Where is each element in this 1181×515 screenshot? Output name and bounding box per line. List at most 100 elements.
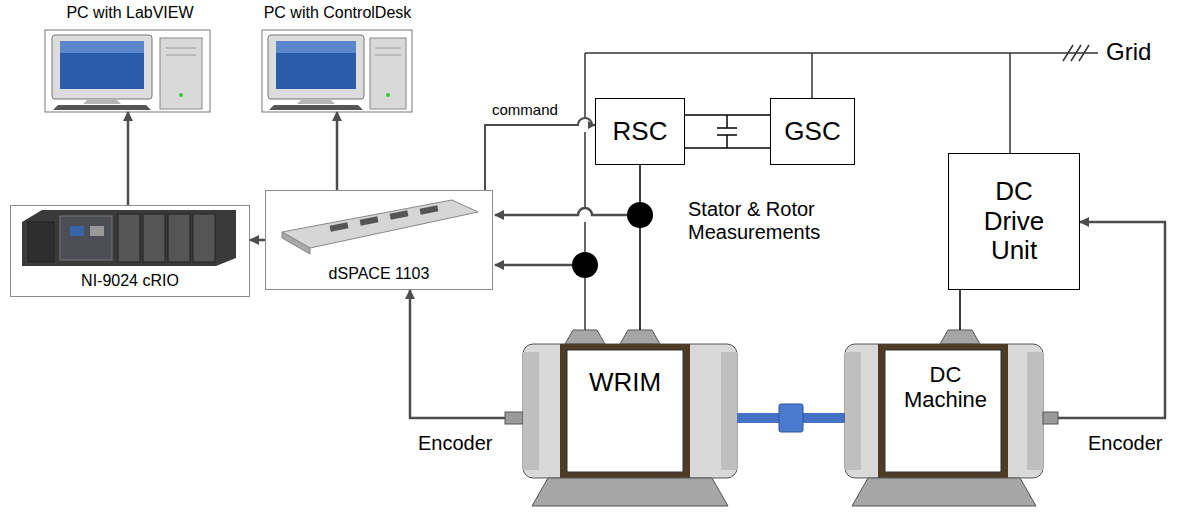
monitor — [52, 35, 152, 99]
label-holder: Encoder — [1088, 432, 1163, 455]
electric-machine: WRIM — [505, 328, 745, 508]
dspace-connector — [360, 216, 379, 225]
dspace-board — [282, 200, 478, 248]
shaft-coupling — [779, 404, 803, 432]
drive-wire — [1009, 53, 1011, 153]
node-text: PC with LabVIEW — [66, 4, 193, 22]
pc-workstation: PC with LabVIEW — [40, 4, 220, 112]
crio-illustration — [22, 210, 236, 266]
screen-glare — [60, 41, 144, 53]
three-phase-mark — [1071, 45, 1081, 61]
keyboard — [269, 105, 363, 110]
drive-slot — [166, 48, 196, 49]
command-arrow — [485, 118, 595, 190]
node-text: DC Machine — [896, 362, 996, 413]
monitor-stand — [297, 99, 335, 104]
capacitor-plate — [717, 127, 737, 129]
end-cap — [845, 352, 861, 470]
rotor-wire — [639, 165, 641, 330]
end-cap — [523, 352, 539, 470]
node-text: DC Drive Unit — [969, 177, 1059, 267]
encoder-label: Encoder — [1088, 432, 1163, 455]
pc-frame — [45, 30, 210, 112]
three-phase-mark — [1079, 45, 1089, 61]
drive-slot — [375, 55, 401, 56]
dspace-connector — [420, 205, 439, 214]
converter-box: GSC — [770, 98, 855, 165]
drive-slot — [166, 55, 196, 56]
power-led — [179, 93, 183, 97]
shaft — [833, 413, 845, 423]
grid-label: Grid — [1106, 38, 1151, 66]
label-holder: Grid — [1106, 38, 1151, 66]
dc-link — [685, 115, 770, 148]
drive-box: DC Drive Unit — [948, 153, 1080, 290]
dspace-connector — [390, 210, 409, 219]
crio-port — [70, 226, 84, 236]
stator-wire — [584, 53, 586, 118]
stator-wire — [584, 132, 586, 208]
gsc-wire — [811, 53, 813, 98]
node-text: dSPACE 1103 — [329, 265, 430, 283]
pc-illustration — [45, 30, 210, 112]
controller-device: NI-9024 cRIO — [10, 205, 250, 297]
shaft — [737, 413, 745, 423]
crio-module — [193, 214, 215, 262]
tower — [160, 38, 202, 109]
node-text: WRIM — [589, 368, 661, 398]
screen — [276, 41, 356, 89]
terminal-box — [940, 330, 980, 344]
crio-module — [168, 214, 190, 262]
data-arrow — [250, 239, 265, 242]
crio-controller — [60, 216, 112, 260]
dc-machine-illustration — [833, 330, 1058, 506]
node-text: GSC — [784, 117, 840, 147]
terminal-box — [620, 330, 660, 344]
crio-module — [28, 222, 54, 262]
dspace-edge — [282, 232, 310, 254]
current-sensor — [627, 202, 653, 228]
tower — [370, 38, 406, 109]
monitor — [268, 35, 364, 99]
pc-illustration — [262, 30, 412, 112]
drive-slot — [375, 48, 401, 49]
label-holder: Stator & Rotor Measurements — [688, 198, 848, 244]
encoder-arrow — [410, 290, 505, 418]
node-text: RSC — [613, 117, 668, 147]
power-led — [386, 93, 390, 97]
converter-box: RSC — [595, 98, 685, 165]
capacitor-lead — [726, 115, 728, 128]
grid-bus — [585, 45, 1098, 331]
end-cap — [721, 352, 737, 470]
label-holder: Encoder — [418, 432, 493, 455]
node-text: PC with ControlDesk — [264, 4, 412, 22]
encoder-shaft — [1043, 412, 1058, 424]
machine-feet — [532, 478, 728, 506]
end-cap — [1027, 352, 1043, 470]
stator-frame — [878, 344, 1008, 478]
keyboard — [53, 105, 151, 110]
edge-label-holder: command — [492, 101, 558, 119]
power-wire — [959, 290, 961, 330]
data-arrow — [336, 112, 339, 190]
machine-body — [523, 344, 737, 478]
data-arrow — [127, 112, 130, 205]
screen — [60, 41, 144, 89]
terminal-box — [565, 330, 605, 344]
stator-frame — [560, 344, 690, 478]
dspace-illustration — [282, 200, 478, 254]
screen-glare — [276, 41, 356, 53]
controller-device: dSPACE 1103 — [265, 190, 493, 290]
machine-feet — [852, 478, 1036, 506]
monitor-stand — [83, 99, 121, 104]
encoder-label: Encoder — [418, 432, 493, 455]
wrim-illustration — [505, 330, 745, 506]
measurement-label: Stator & Rotor Measurements — [688, 198, 848, 244]
dc-link-line — [685, 114, 770, 116]
crio-port — [90, 226, 104, 236]
nameplate — [885, 350, 1001, 472]
three-phase-mark — [1063, 45, 1073, 61]
node-text: NI-9024 cRIO — [81, 272, 179, 290]
nameplate — [567, 350, 683, 472]
edge-label: command — [492, 101, 558, 118]
